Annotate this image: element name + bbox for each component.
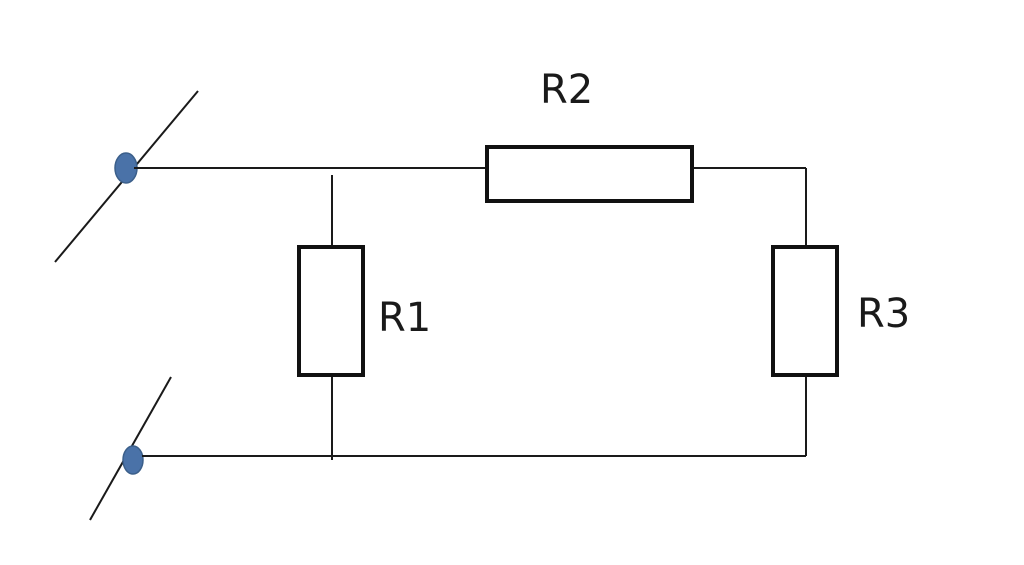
resistor-r3-body: [771, 245, 839, 377]
terminal-bottom: [89, 376, 172, 521]
resistor-r3: R3: [771, 245, 910, 377]
resistor-r1-body: [297, 245, 365, 377]
terminal-bottom-node: [122, 445, 144, 475]
resistor-r3-label: R3: [857, 291, 910, 337]
resistor-r2: R2: [485, 67, 694, 203]
resistor-r1-label: R1: [378, 295, 431, 341]
resistor-r2-body: [485, 145, 694, 203]
resistor-r1: R1: [297, 245, 431, 377]
wires: [134, 167, 807, 460]
terminal-top: [54, 90, 199, 263]
resistor-r2-label: R2: [540, 67, 593, 113]
terminal-top-node: [114, 152, 138, 184]
